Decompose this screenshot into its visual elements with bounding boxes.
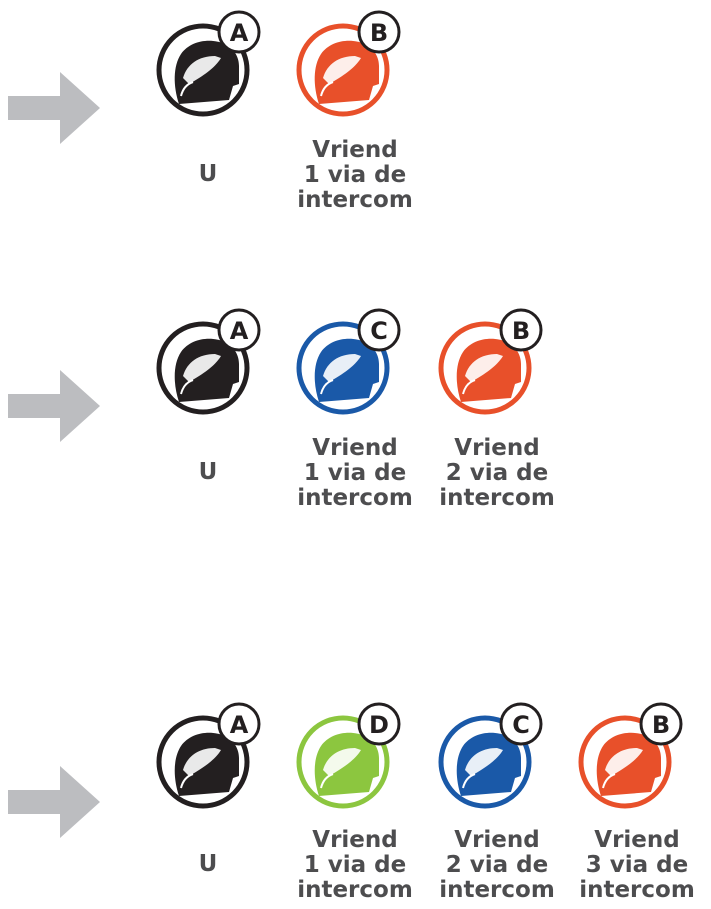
label-you: U [198,161,218,187]
helmet-visor [465,748,503,776]
helmet-icon: D [296,702,401,809]
label-friend-1: Vriend 1 via de intercom [297,435,413,511]
helmet-badge: B [652,711,670,739]
helmet-badge: A [230,711,249,739]
label-friend-3: Vriend 3 via de intercom [579,827,695,903]
helmet-visor [323,748,361,776]
helmet-icon: A [156,702,261,809]
helmet-icon: A [156,308,261,415]
helmet-icon: B [296,10,401,117]
helmet-icon: B [578,702,683,809]
helmet-badge: A [230,19,249,47]
helmet-friend-b: B [577,696,687,816]
helmet-friend-c: C [437,696,547,816]
helmet-friend-b: B [295,4,405,124]
helmet-badge: A [230,317,249,345]
helmet-badge: B [370,19,388,47]
label-friend-2: Vriend 2 via de intercom [439,827,555,903]
arrow-right-icon [8,72,100,144]
helmet-you: A [155,302,265,422]
helmet-visor [465,354,503,382]
helmet-visor [605,748,643,776]
label-you: U [198,459,218,485]
helmet-friend-b: B [437,302,547,422]
label-friend-2: Vriend 2 via de intercom [439,435,555,511]
helmet-visor [183,56,221,84]
helmet-visor [323,56,361,84]
label-friend-1: Vriend 1 via de intercom [297,827,413,903]
label-friend-1: Vriend 1 via de intercom [297,137,413,213]
label-you: U [198,851,218,877]
arrow-right-icon [8,370,100,442]
helmet-badge: D [369,711,389,739]
helmet-friend-d: D [295,696,405,816]
helmet-friend-c: C [295,302,405,422]
helmet-badge: B [512,317,530,345]
helmet-visor [323,354,361,382]
helmet-icon: B [438,308,543,415]
helmet-icon: C [438,702,543,809]
helmet-badge: C [512,711,530,739]
helmet-visor [183,748,221,776]
helmet-icon: C [296,308,401,415]
helmet-you: A [155,696,265,816]
arrow-right-icon [8,766,100,838]
helmet-icon: A [156,10,261,117]
helmet-visor [183,354,221,382]
helmet-badge: C [370,317,388,345]
helmet-you: A [155,4,265,124]
